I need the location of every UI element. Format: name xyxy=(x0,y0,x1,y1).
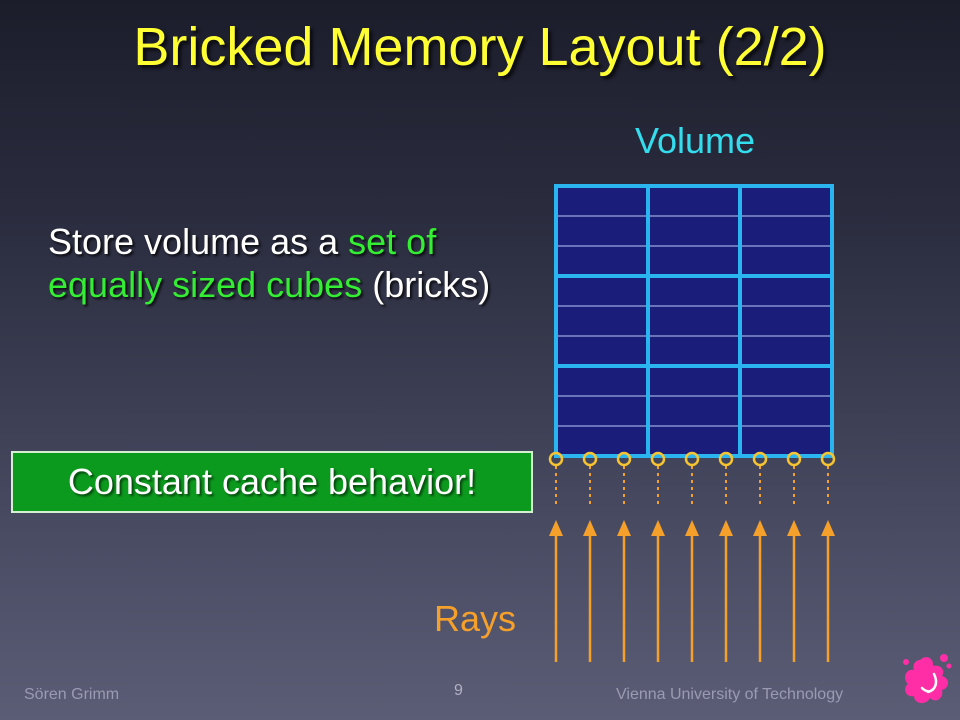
page-number: 9 xyxy=(454,682,463,699)
slide-body-text: Store volume as a set of equally sized c… xyxy=(48,220,528,306)
callout-box: Constant cache behavior! xyxy=(11,451,533,513)
footer-author: Sören Grimm xyxy=(24,686,120,703)
ray-sample-point xyxy=(718,451,734,467)
body-text-part: Store volume as a xyxy=(48,221,349,262)
volume-label: Volume xyxy=(634,120,756,161)
ray-arrow-head xyxy=(753,520,767,536)
ray-sample-point xyxy=(820,451,836,467)
ray-sample-point xyxy=(650,451,666,467)
rays-label: Rays xyxy=(434,598,517,639)
ray-sample-point xyxy=(752,451,768,467)
ray-sample-point xyxy=(616,451,632,467)
ray-arrow-head xyxy=(787,520,801,536)
ray-arrow-head xyxy=(549,520,563,536)
ray-sample-point xyxy=(548,451,564,467)
volume-background xyxy=(556,186,832,456)
slide-title: Bricked Memory Layout (2/2) xyxy=(133,17,827,77)
ray-arrow-head xyxy=(583,520,597,536)
ray-arrow-head xyxy=(617,520,631,536)
ray-sample-point xyxy=(786,451,802,467)
body-text-highlight: set of equally sized cubes xyxy=(48,221,437,305)
body-text-part: (bricks) xyxy=(362,264,491,305)
ray-arrow-head xyxy=(685,520,699,536)
paint-splash-logo-icon xyxy=(903,654,952,704)
ray-arrow-head xyxy=(821,520,835,536)
footer-organization: Vienna University of Technology xyxy=(616,686,844,703)
ray-sample-point xyxy=(684,451,700,467)
ray-sample-point xyxy=(582,451,598,467)
brick-cell xyxy=(738,364,834,458)
ray-arrow-head xyxy=(651,520,665,536)
ray-arrow-head xyxy=(719,520,733,536)
